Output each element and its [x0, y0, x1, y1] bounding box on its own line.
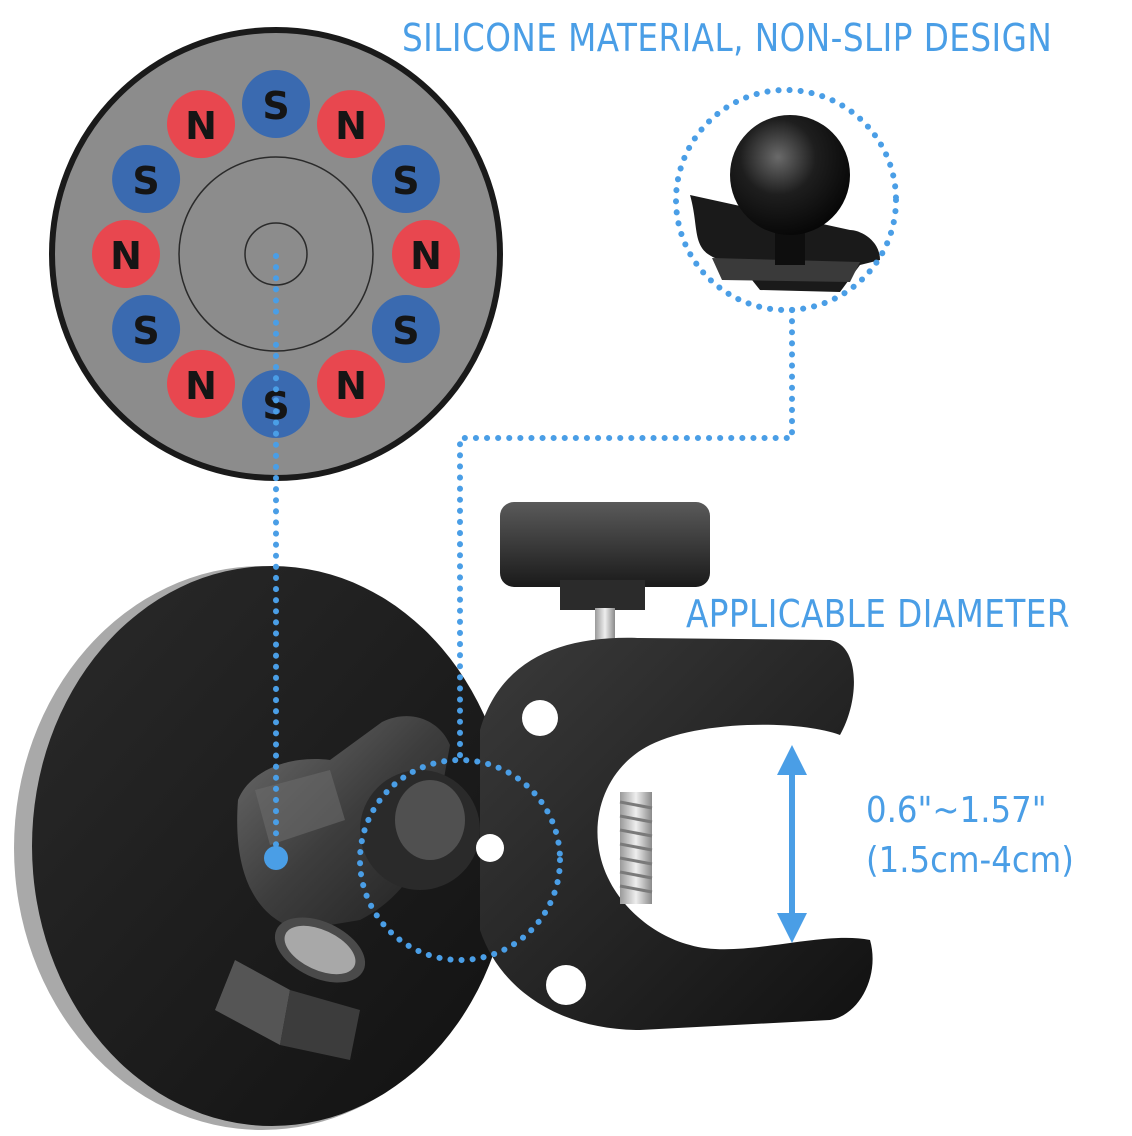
center-point-marker: [264, 846, 288, 870]
silicone-material-title: SILICONE MATERIAL, NON-SLIP DESIGN: [402, 16, 1053, 60]
applicable-diameter-title: APPLICABLE DIAMETER: [686, 592, 1070, 636]
ball-head-callout-line: [457, 307, 795, 763]
magnet-pole-label: N: [335, 364, 367, 408]
plate-center-ring: [244, 222, 308, 286]
magnet-disc: [167, 349, 235, 418]
magnet-pole-label: S: [132, 309, 159, 353]
magnet-south-pole: S: [242, 70, 310, 138]
magnet-disc: [371, 145, 440, 213]
magnet-north-pole: N: [167, 349, 235, 418]
magnet-pole-label: N: [185, 104, 217, 148]
magnet-disc: [92, 220, 160, 288]
clamp: [476, 502, 873, 1030]
magnet-north-pole: N: [317, 90, 385, 159]
magnet-north-pole: N: [317, 349, 385, 418]
ball-joint-zoom-outline: [357, 757, 563, 963]
magnet-pole-label: N: [110, 234, 142, 278]
callout-lines: [273, 253, 795, 963]
clamp-knob: [500, 502, 710, 587]
ball-head-detail: [673, 87, 899, 313]
magnet-disc: [242, 370, 310, 438]
magnet-south-pole: S: [112, 145, 181, 213]
magnet-disc: [112, 295, 181, 363]
magnet-disc: [317, 349, 385, 418]
magnet-pole-label: N: [185, 364, 217, 408]
magnet-disc: [392, 220, 460, 288]
magnet-pole-label: S: [392, 309, 419, 353]
magnet-disc: [242, 70, 310, 138]
magnet-north-pole: N: [392, 220, 460, 288]
magnet-south-pole: S: [371, 145, 440, 213]
magnet-south-pole: S: [112, 295, 181, 363]
magnet-disc: [371, 295, 440, 363]
magnet-disc: [317, 90, 385, 159]
ball-head: [730, 115, 850, 235]
magnet-north-pole: N: [92, 220, 160, 288]
plate-inner-ring: [178, 156, 374, 352]
diameter-range-cm: (1.5cm-4cm): [866, 840, 1074, 881]
magnet-pole-label: S: [132, 159, 159, 203]
magnet-disc: [112, 145, 181, 213]
swivel-arm: [215, 716, 480, 1060]
ball-head-zoom-outline: [673, 87, 899, 313]
diameter-range-inch: 0.6"~1.57": [866, 790, 1047, 831]
magnet-pole-label: N: [335, 104, 367, 148]
magnet-north-pole: N: [167, 90, 235, 159]
magnet-pole-label: N: [410, 234, 442, 278]
magnet-disc: [167, 90, 235, 159]
magnet-pole-label: S: [392, 159, 419, 203]
magnet-pole-label: S: [262, 84, 289, 128]
magnet-south-pole: S: [371, 295, 440, 363]
